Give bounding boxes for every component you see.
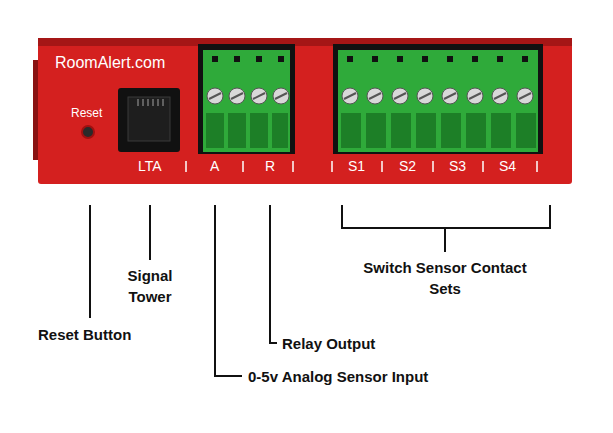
terminal-label: S2 (399, 158, 416, 174)
callout-label: Signal Tower (115, 265, 185, 307)
callout-label: Switch Sensor Contact Sets (360, 257, 530, 299)
callout-label: Reset Button (38, 324, 131, 345)
brand-text: RoomAlert.com (55, 54, 165, 72)
terminal-label: S4 (499, 158, 516, 174)
terminal-label: S1 (348, 158, 365, 174)
panel-label: Reset (71, 106, 102, 120)
panel-label: LTA (138, 158, 162, 174)
callout-label: 0-5v Analog Sensor Input (248, 366, 428, 387)
terminal-label: S3 (449, 158, 466, 174)
terminal-label: A (210, 158, 219, 174)
terminal-label: R (265, 158, 275, 174)
callout-label: Relay Output (282, 333, 375, 354)
